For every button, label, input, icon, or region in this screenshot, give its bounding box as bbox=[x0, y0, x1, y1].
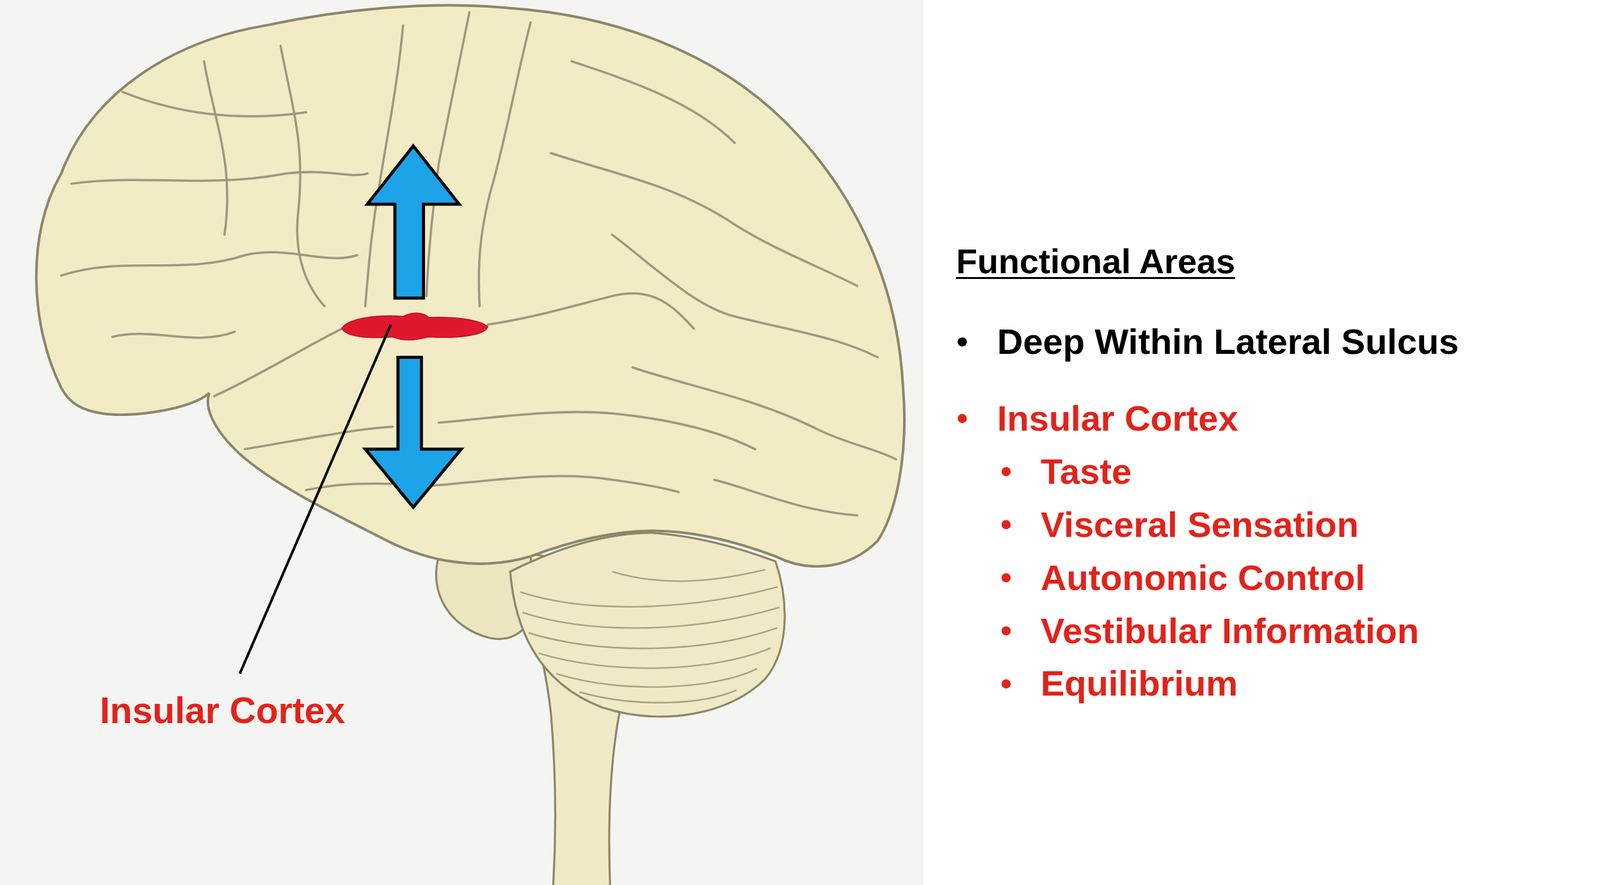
sulcus-line bbox=[204, 61, 228, 235]
sulcus-line bbox=[61, 252, 358, 276]
bullet-dot bbox=[1001, 467, 1011, 477]
list-item: Insular Cortex bbox=[997, 398, 1239, 440]
sulcus-line bbox=[551, 152, 857, 286]
sulcus-line bbox=[112, 331, 235, 338]
list-heading: Functional Areas bbox=[956, 241, 1236, 281]
sulcus-line bbox=[571, 61, 735, 144]
folium-line bbox=[538, 648, 771, 669]
folium-line bbox=[520, 586, 778, 607]
list-subitem: Vestibular Information bbox=[1040, 610, 1419, 652]
cerebellum-folia bbox=[520, 569, 780, 703]
sulcus-line bbox=[71, 172, 368, 184]
bullet-dot bbox=[1001, 520, 1011, 530]
folium-line bbox=[522, 607, 780, 628]
leader-line bbox=[240, 324, 392, 674]
folium-line bbox=[612, 569, 766, 582]
bullet-dot bbox=[1001, 626, 1011, 636]
sulcus-line bbox=[245, 412, 756, 450]
insular-cortex-region bbox=[341, 312, 488, 340]
cerebellum-shape bbox=[510, 533, 785, 717]
cerebrum bbox=[36, 5, 905, 567]
sulci bbox=[61, 12, 896, 516]
central-sulcus bbox=[426, 12, 470, 296]
bullet-dot bbox=[957, 337, 967, 347]
sulcus-line bbox=[714, 480, 857, 516]
up-arrow bbox=[367, 145, 459, 299]
lateral-sulcus bbox=[487, 293, 694, 329]
list-subitem: Taste bbox=[1040, 451, 1132, 493]
down-arrow bbox=[365, 357, 462, 507]
list-subitem: Visceral Sensation bbox=[1040, 504, 1359, 546]
bullet-dot bbox=[1001, 679, 1011, 689]
lateral-sulcus bbox=[214, 328, 342, 397]
list-subitem: Equilibrium bbox=[1040, 663, 1238, 704]
sulcus-line bbox=[305, 476, 679, 493]
sulcus-line bbox=[280, 46, 325, 307]
bullets bbox=[957, 337, 1011, 689]
bullet-dot bbox=[1001, 573, 1011, 583]
folium-line bbox=[528, 627, 778, 649]
list-subitem: Autonomic Control bbox=[1040, 557, 1366, 599]
sulcus-line bbox=[632, 367, 896, 460]
sulcus-line bbox=[478, 22, 531, 306]
cerebrum-shape bbox=[36, 5, 905, 567]
cerebellum bbox=[510, 533, 785, 717]
folium-line bbox=[579, 689, 738, 703]
folium-line bbox=[556, 668, 758, 688]
list-item: Deep Within Lateral Sulcus bbox=[997, 321, 1459, 363]
bullet-dot bbox=[957, 414, 967, 424]
structure-label: Insular Cortex bbox=[99, 689, 345, 733]
